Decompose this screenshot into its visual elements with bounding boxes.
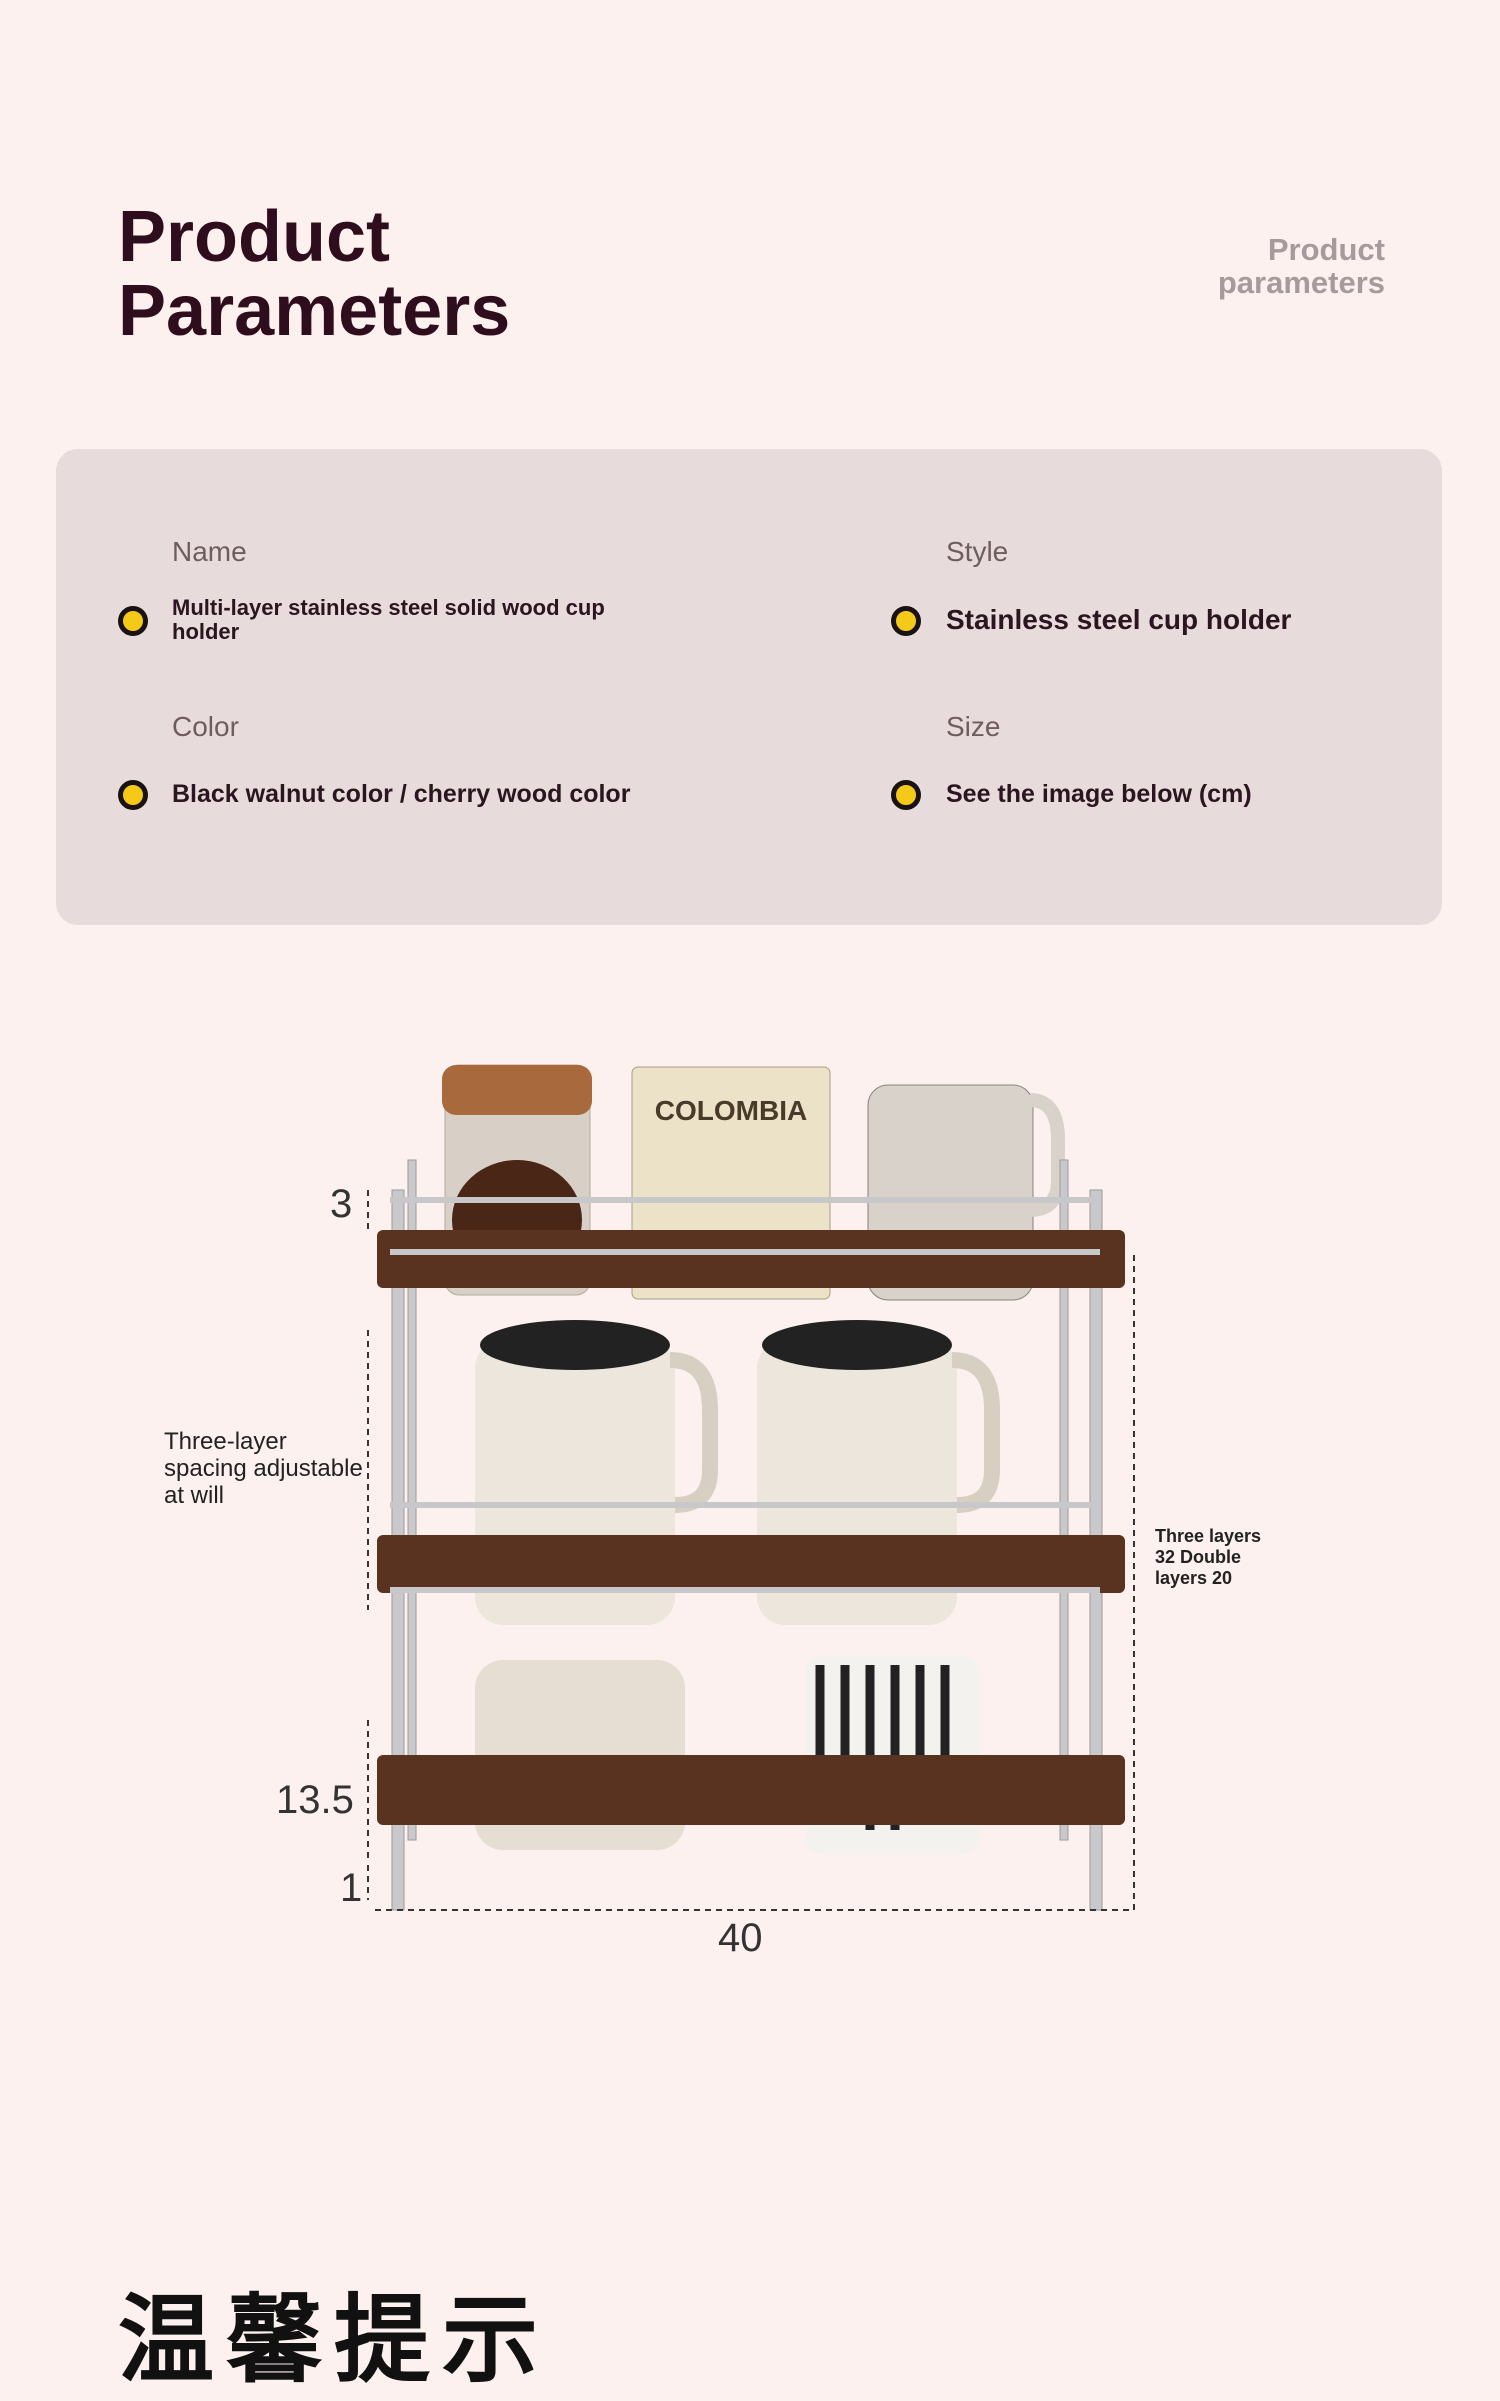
parameters-card xyxy=(56,449,1442,925)
param-value-style: Stainless steel cup holder xyxy=(946,604,1292,635)
footer-heading: 温馨提示 xyxy=(118,2287,550,2394)
cup-rack-illustration: COLOMBIA xyxy=(367,1064,1135,1911)
tin-label: COLOMBIA xyxy=(655,1095,807,1126)
bullet-icon xyxy=(891,606,921,636)
param-label-style: Style xyxy=(946,536,1009,567)
param-label-color: Color xyxy=(172,711,239,742)
title-line-1: Product xyxy=(118,197,391,277)
bullet-icon xyxy=(118,780,148,810)
product-image: COLOMBIA xyxy=(367,1064,1135,1911)
param-label-name: Name xyxy=(172,536,247,567)
subtitle-line-2: parameters xyxy=(1217,265,1385,300)
note-layer-heights: Three layers 32 Double layers 20 xyxy=(1155,1526,1262,1588)
param-value-size: See the image below (cm) xyxy=(946,780,1252,808)
title-line-2: Parameters xyxy=(118,271,511,351)
param-value-name: Multi-layer stainless steel solid wood c… xyxy=(172,595,605,644)
param-label-size: Size xyxy=(946,711,1001,742)
note-adjustable: Three-layer spacing adjustable at will xyxy=(164,1428,363,1509)
dim-bottom-height: 13.5 xyxy=(276,1778,354,1822)
dim-top-gap: 3 xyxy=(330,1182,353,1226)
bullet-icon xyxy=(891,780,921,810)
subtitle-line-1: Product xyxy=(1267,232,1385,267)
bullet-icon xyxy=(118,606,148,636)
dim-board: 1 xyxy=(340,1866,363,1910)
param-value-color: Black walnut color / cherry wood color xyxy=(172,780,631,808)
dim-width: 40 xyxy=(718,1916,763,1960)
